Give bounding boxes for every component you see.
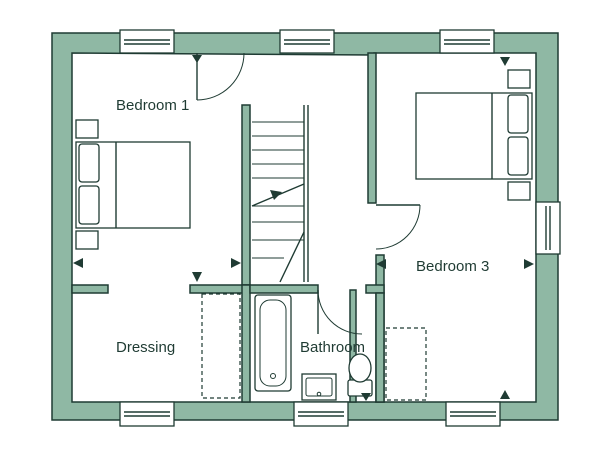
bedroom3-left-wall-upper (367, 52, 377, 204)
window-right (535, 201, 561, 255)
bedroom3-top-arrow (500, 57, 510, 66)
bathroom-right-wall-lower (375, 292, 385, 403)
basin (301, 373, 337, 401)
room-label-dressing: Dressing (116, 339, 175, 356)
bathroom-right-wall (365, 284, 385, 294)
bedroom3-bed (415, 69, 533, 201)
stair-wall-left (241, 104, 251, 286)
dressing-wardrobe (201, 293, 241, 399)
window-bottom-left (119, 401, 175, 427)
window-top-middle (279, 29, 335, 54)
window-bottom-middle (293, 401, 349, 427)
bedroom3-right-arrow (524, 259, 534, 269)
room-label-bathroom: Bathroom (300, 339, 365, 356)
room-label-bedroom1: Bedroom 1 (116, 97, 189, 114)
staircase (251, 105, 309, 283)
bath-tub (254, 294, 292, 392)
window-top-right (439, 29, 495, 54)
bedroom1-right-arrow (231, 258, 241, 268)
bedroom1-door (192, 52, 245, 101)
toilet (347, 353, 373, 397)
bedroom3-door (375, 204, 421, 250)
dressing-bathroom-wall-top (189, 284, 251, 294)
window-bottom-right (445, 401, 501, 427)
window-top-left (119, 29, 175, 54)
bedroom1-bed (75, 119, 191, 250)
dressing-closet-wall (241, 284, 251, 403)
bedroom1-left-arrow (73, 258, 83, 268)
dressing-marker-arrow (192, 272, 202, 282)
bathroom-top-wall (249, 284, 319, 294)
bedroom3-left-arrow (376, 259, 386, 269)
bedroom1-dressing-wall (71, 284, 109, 294)
bedroom3-wardrobe (385, 327, 427, 401)
bathroom-door (317, 289, 363, 335)
bathroom-inner-wall (349, 289, 357, 403)
room-label-bedroom3: Bedroom 3 (416, 258, 489, 275)
bedroom3-bottom-arrow (500, 390, 510, 399)
bathroom-marker-arrow (361, 393, 371, 401)
